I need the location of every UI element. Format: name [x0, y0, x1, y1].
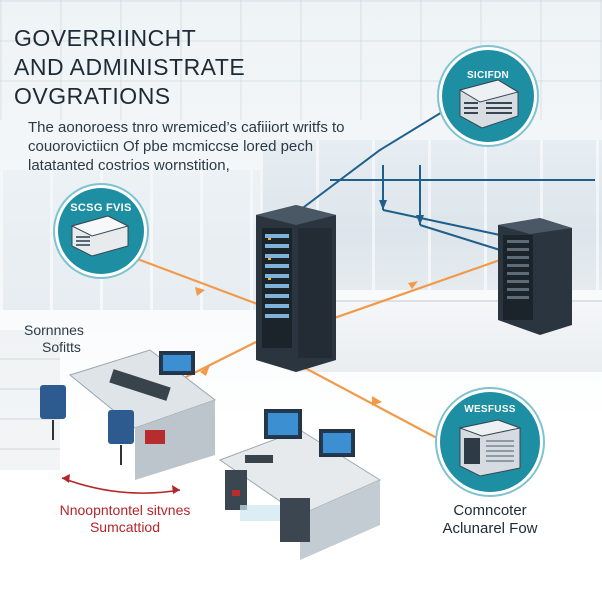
- arrow-head-1: [379, 200, 387, 210]
- orange-arrow-4: [408, 281, 418, 289]
- bottom-right-caption-line-1: Comncoter: [453, 502, 527, 519]
- page-subtitle: The aonoroess tnro wremiced’s cafiiiort …: [28, 118, 368, 175]
- subtitle-line-3: latatanted costrios wornstition,: [28, 157, 230, 174]
- left-caption-line-2: Sofitts: [42, 339, 81, 355]
- orange-arrow-1: [195, 287, 205, 296]
- title-line-2: AND ADMINISTRATE: [14, 54, 246, 80]
- desktop-tower-icon: [458, 419, 522, 477]
- server-rack-icon: [458, 79, 520, 129]
- node-bottom-right: [440, 392, 540, 492]
- left-workstation-desk: [40, 349, 217, 480]
- node-left-label: SCSG FVIS: [70, 202, 132, 214]
- bottom-right-caption-line-2: Aclunarel Fow: [442, 520, 538, 537]
- node-left: [58, 188, 144, 274]
- node-bottom-right-label: WESFUSS: [464, 404, 516, 415]
- central-server-rack: [256, 205, 336, 372]
- bottom-right-caption: Comncoter Aclunarel Fow: [410, 502, 570, 538]
- subtitle-line-2: couorovictiicn Of pbe mcmiccse lored pec…: [28, 138, 314, 155]
- red-arrow-head-left: [62, 474, 70, 483]
- red-caption: Nnoopntontel sitvnes Sumcattiod: [40, 502, 210, 536]
- red-caption-line-2: Sumcattiod: [89, 519, 161, 535]
- red-caption-line-1: Nnoopntontel sitvnes: [59, 502, 191, 518]
- orange-arrow-2: [372, 396, 382, 406]
- orange-arrows: [195, 281, 418, 406]
- center-workstation-desk: [218, 409, 382, 560]
- arrow-head-2: [416, 215, 424, 225]
- printer-icon: [70, 215, 130, 257]
- subtitle-line-1: The aonoroess tnro wremiced’s cafiiiort …: [28, 119, 345, 136]
- title-line-1: GOVERRIINCHT: [14, 25, 197, 51]
- title-line-3: OVGRATIONS: [14, 83, 171, 109]
- right-server-cabinet: [498, 218, 572, 335]
- orange-line-bottom-right: [289, 359, 451, 446]
- orange-arrow-3: [200, 365, 210, 376]
- left-caption: Sornnnes Sofitts: [24, 322, 84, 356]
- page-title: GOVERRIINCHT AND ADMINISTRATE OVGRATIONS: [14, 24, 294, 111]
- navy-line-to-cabinet: [382, 209, 501, 236]
- navy-line-main: [299, 94, 471, 211]
- left-caption-line-1: Sornnnes: [24, 322, 84, 338]
- red-curve-arrow: [61, 477, 181, 494]
- node-top-right-label: SICIFDN: [466, 70, 510, 81]
- navy-line-to-cabinet-2: [419, 224, 501, 251]
- navy-arrows: [379, 200, 424, 225]
- red-arrow-head-right: [172, 485, 180, 494]
- node-top-right: [442, 50, 534, 142]
